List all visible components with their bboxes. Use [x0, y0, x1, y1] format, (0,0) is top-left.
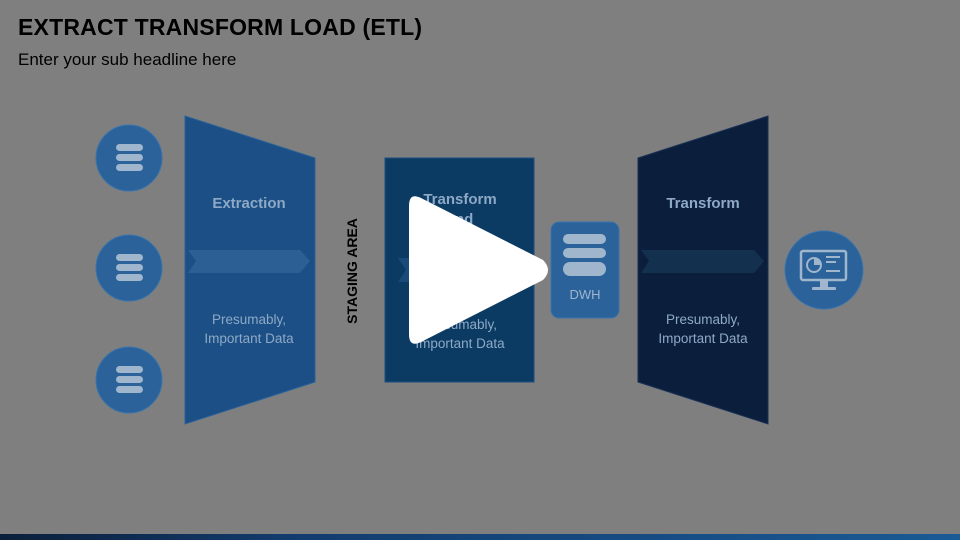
transform-desc-line2: Important Data	[658, 331, 748, 346]
play-button[interactable]	[405, 190, 555, 350]
source-database-2	[95, 234, 163, 302]
database-icon	[116, 254, 143, 281]
play-icon	[409, 196, 548, 344]
transform-load-desc-line2: Important Data	[415, 336, 505, 351]
transform-heading: Transform	[666, 195, 739, 212]
dwh-box: DWH	[550, 221, 620, 319]
source-database-3	[95, 346, 163, 414]
database-icon	[116, 366, 143, 393]
transform-arrow	[641, 250, 764, 273]
extraction-arrow	[188, 250, 310, 273]
transform-stage: Transform Presumably, Important Data	[637, 115, 769, 425]
extraction-desc-line2: Important Data	[204, 331, 294, 346]
extraction-desc-line1: Presumably,	[212, 312, 286, 327]
source-database-1	[95, 124, 163, 192]
extraction-heading: Extraction	[212, 195, 285, 212]
slide-subtitle: Enter your sub headline here	[18, 50, 237, 69]
output-dashboard	[784, 230, 864, 310]
dwh-label: DWH	[569, 287, 600, 302]
dashboard-monitor-icon	[799, 249, 848, 290]
slide-title: EXTRACT TRANSFORM LOAD (ETL)	[18, 14, 423, 40]
bottom-progress-bar	[0, 534, 960, 540]
staging-area-label: STAGING AREA	[344, 218, 360, 324]
extraction-stage: Extraction Presumably, Important Data	[184, 115, 316, 425]
transform-desc-line1: Presumably,	[666, 312, 740, 327]
database-icon	[116, 144, 143, 171]
database-icon	[563, 234, 606, 276]
transform-load-heading-line1: Transform	[423, 191, 496, 208]
